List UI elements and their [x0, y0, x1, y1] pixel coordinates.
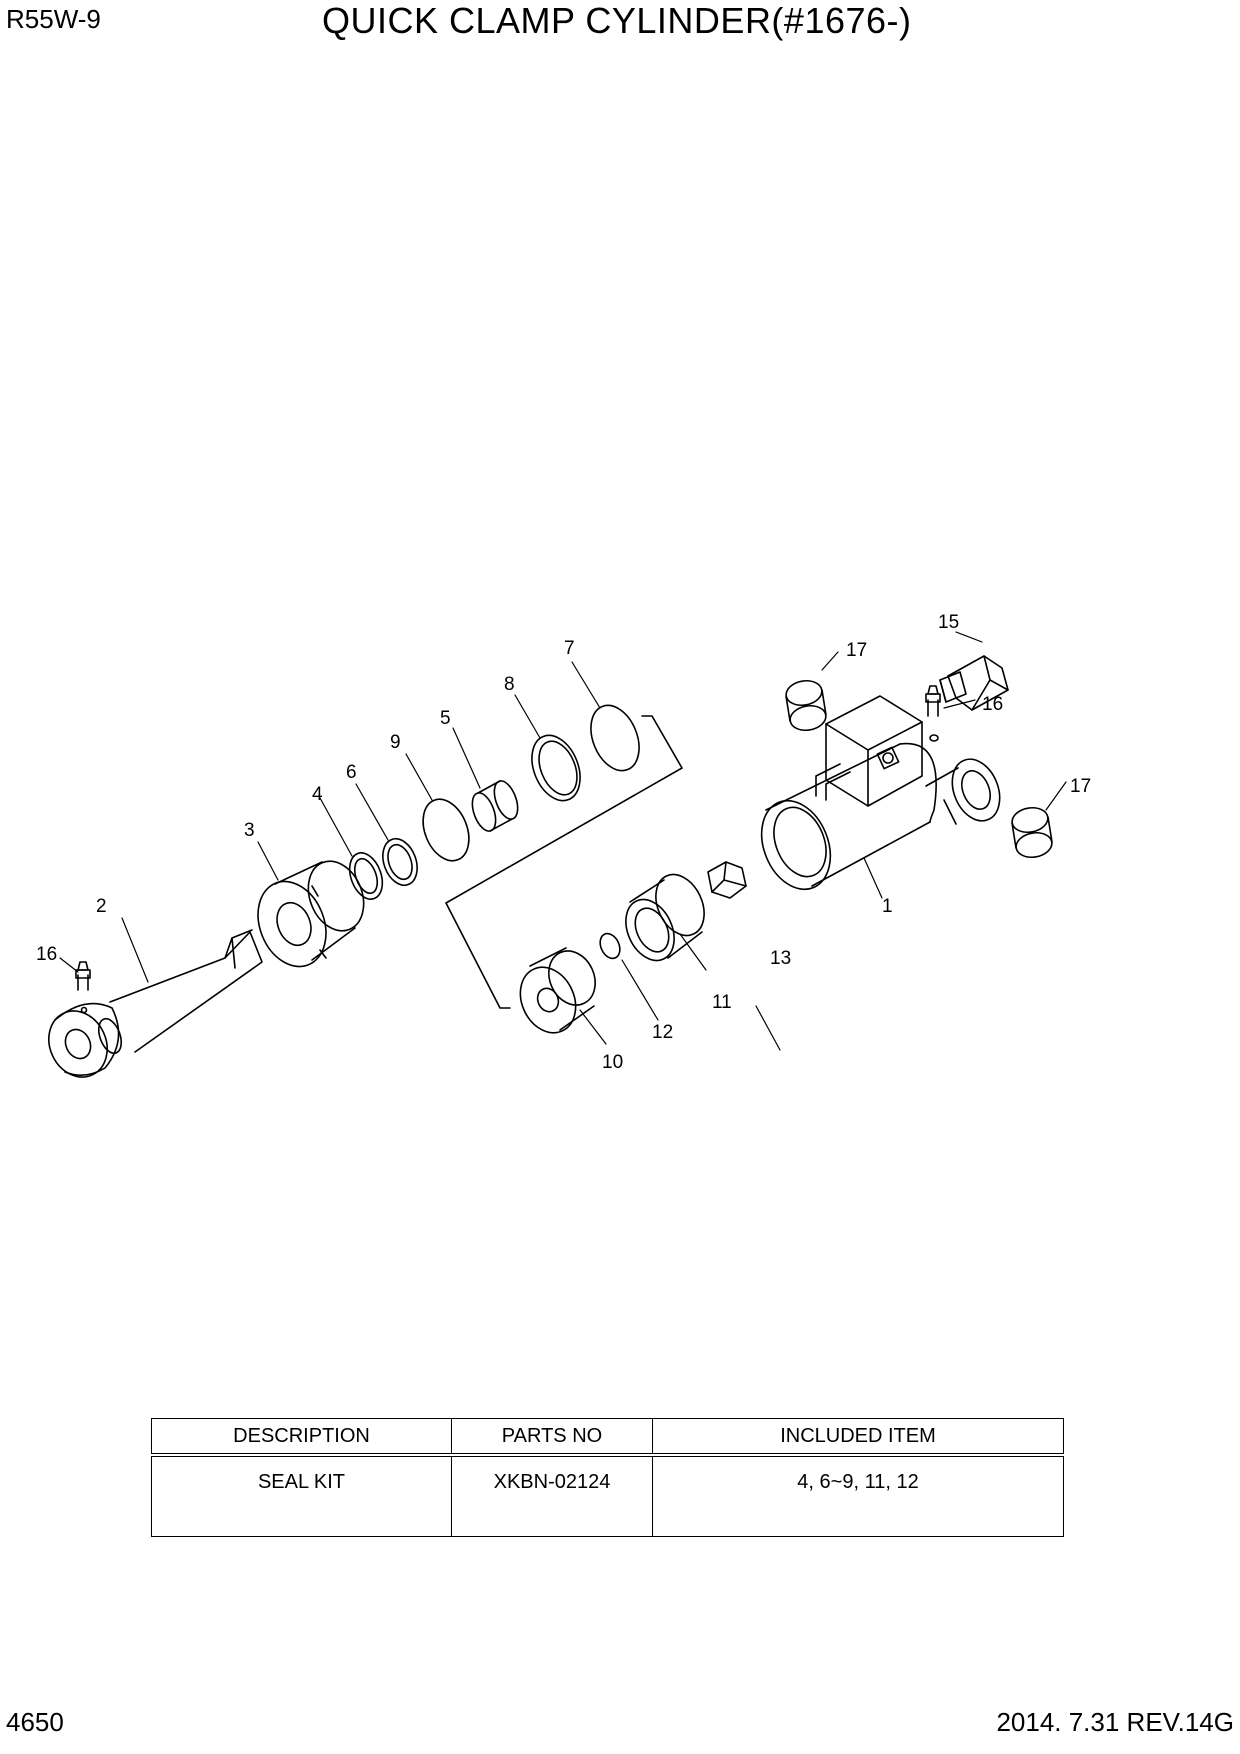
leader-lines	[59, 631, 1067, 1051]
callout-1: 1	[882, 896, 893, 917]
callout-5: 5	[440, 708, 451, 729]
callout-10: 10	[602, 1052, 623, 1073]
callout-17-upper: 17	[846, 640, 867, 661]
part-9-o-ring	[422, 798, 470, 862]
exploded-parts-diagram: 1 2 3 4 5 6 7 8 9 10 11 12 13 15 16 16 1…	[36, 612, 1091, 1078]
page-number: 4650	[6, 1707, 64, 1737]
callout-labels: 1 2 3 4 5 6 7 8 9 10 11 12 13 15 16 16 1…	[36, 612, 1091, 1073]
part-17-bushing-upper	[785, 679, 827, 732]
table-row: SEAL KIT XKBN-02124 4, 6~9, 11, 12	[151, 1454, 1064, 1537]
part-17-bushing-right	[1011, 806, 1053, 859]
seal-kit-table: DESCRIPTION PARTS NO INCLUDED ITEM SEAL …	[151, 1418, 1064, 1537]
callout-11: 11	[712, 992, 732, 1013]
column-header-description: DESCRIPTION	[151, 1418, 452, 1456]
revision-date: 2014. 7.31 REV.14G	[996, 1707, 1234, 1737]
column-header-included-item: INCLUDED ITEM	[652, 1418, 1064, 1456]
part-10-piston	[519, 947, 596, 1034]
callout-4: 4	[312, 784, 323, 805]
part-11-sleeve	[625, 873, 705, 962]
callout-15: 15	[938, 612, 959, 633]
part-15-fitting	[939, 655, 1009, 711]
part-1-cylinder-body	[760, 695, 1001, 891]
part-5-bushing	[471, 780, 519, 832]
part-grease-nipple-right	[925, 685, 941, 742]
table-header-row: DESCRIPTION PARTS NO INCLUDED ITEM	[151, 1418, 1064, 1456]
part-4-seal	[348, 852, 384, 900]
column-header-parts-no: PARTS NO	[451, 1418, 653, 1456]
callout-9: 9	[390, 732, 401, 753]
callout-16-right: 16	[982, 694, 1003, 715]
callout-17-right: 17	[1070, 776, 1091, 797]
callout-13: 13	[770, 948, 791, 969]
page-title: QUICK CLAMP CYLINDER(#1676-)	[322, 0, 912, 41]
part-13-nut	[707, 861, 747, 899]
callout-2: 2	[96, 896, 107, 917]
part-8-ring	[531, 734, 581, 802]
part-7-o-ring	[590, 704, 640, 772]
part-grease-nipple-left	[75, 961, 91, 991]
part-rod	[48, 929, 263, 1078]
cell-included-item: 4, 6~9, 11, 12	[652, 1454, 1064, 1537]
model-code: R55W-9	[6, 4, 101, 34]
part-6-seal	[382, 837, 418, 887]
cell-description: SEAL KIT	[151, 1454, 452, 1537]
callout-6: 6	[346, 762, 357, 783]
part-12-o-ring	[599, 932, 621, 960]
callout-3: 3	[244, 820, 255, 841]
callout-8: 8	[504, 674, 515, 695]
callout-12: 12	[652, 1022, 673, 1043]
seal-kit-bracket	[445, 715, 683, 1009]
callout-16-left: 16	[36, 944, 57, 965]
cell-parts-no: XKBN-02124	[451, 1454, 653, 1537]
callout-7: 7	[564, 638, 575, 659]
